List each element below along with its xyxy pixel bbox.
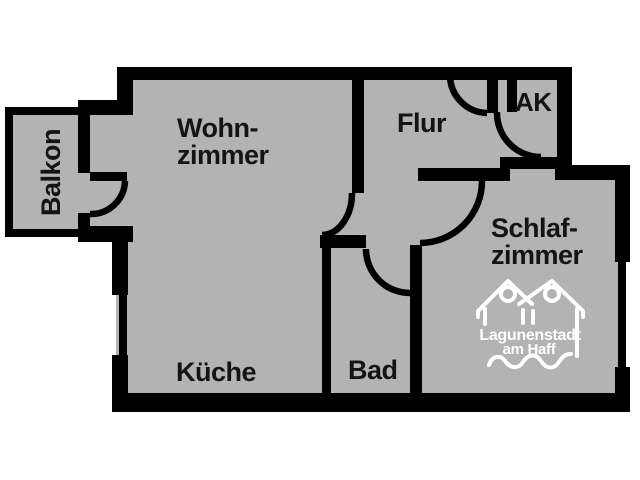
flur-divider-wall xyxy=(352,80,364,193)
kitchen-wall-upper xyxy=(112,242,128,295)
ak-label: AK xyxy=(515,87,552,117)
bottom-wall xyxy=(112,393,630,412)
balcony-door-leaf xyxy=(90,172,127,181)
bad-schlaf-divider-wall xyxy=(410,245,422,393)
balkon-left-wall xyxy=(5,107,13,237)
kitchen-wall-lower xyxy=(112,355,128,395)
logo-right-house-roof xyxy=(517,279,585,319)
flur-label: Flur xyxy=(397,108,447,138)
logo-right-house-window xyxy=(543,285,561,303)
balkon-bottom-wall xyxy=(5,229,80,237)
interior-walls xyxy=(90,80,562,393)
logo-wave xyxy=(487,352,573,370)
balkon-label: Balkon xyxy=(36,129,66,216)
logo-text-line2: am Haff xyxy=(503,341,557,358)
schlafzimmer-label-line1: Schlaf- xyxy=(491,213,578,243)
balkon-floor xyxy=(8,110,86,232)
wohnzimmer-label-line2: zimmer xyxy=(177,140,270,170)
upperright-wall xyxy=(557,67,572,170)
logo-left-house-roof xyxy=(476,279,534,319)
left-step-wall xyxy=(78,226,133,242)
kueche-bad-divider-wall xyxy=(322,248,331,393)
right-wall-upper xyxy=(615,165,630,262)
left-wall-lower xyxy=(78,213,90,228)
balkon-walls xyxy=(5,107,80,237)
bad-door-arc xyxy=(362,248,411,297)
schlafzimmer-door-arc xyxy=(419,180,486,247)
kueche-label: Küche xyxy=(176,357,257,387)
top-wall xyxy=(117,67,572,80)
entrance-door-leaf xyxy=(487,80,498,113)
schlafzimmer-door-wall xyxy=(418,168,510,181)
outer-walls xyxy=(78,67,630,412)
bad-top-wall xyxy=(320,235,366,248)
kitchen-window xyxy=(119,295,127,355)
logo: Lagunenstadt am Haff xyxy=(476,279,585,370)
balkon-top-wall xyxy=(5,107,80,115)
schlafzimmer-top-wall xyxy=(555,165,630,180)
wohnzimmer-label-line1: Wohn- xyxy=(177,113,258,143)
logo-left-house-window xyxy=(499,285,517,303)
balcony-door-arc xyxy=(89,180,129,218)
right-window xyxy=(618,262,626,367)
left-wall-upper xyxy=(78,115,90,173)
bad-label: Bad xyxy=(348,355,398,385)
schlafzimmer-label-line2: zimmer xyxy=(491,240,584,270)
topleft-step-wall xyxy=(78,100,133,115)
room-labels: Wohn- zimmer Flur AK Schlaf- zimmer Küch… xyxy=(36,87,584,387)
door-arcs xyxy=(89,75,542,297)
ak-wall xyxy=(507,80,517,112)
logo-text-line1: Lagunenstadt xyxy=(479,327,581,344)
entrance-door-arc xyxy=(446,75,488,117)
ak-bottom-wall xyxy=(500,157,562,169)
ak-door-arc xyxy=(493,111,542,161)
right-wall-lower xyxy=(615,367,630,412)
wohnzimmer-flur-door-arc xyxy=(321,192,356,239)
